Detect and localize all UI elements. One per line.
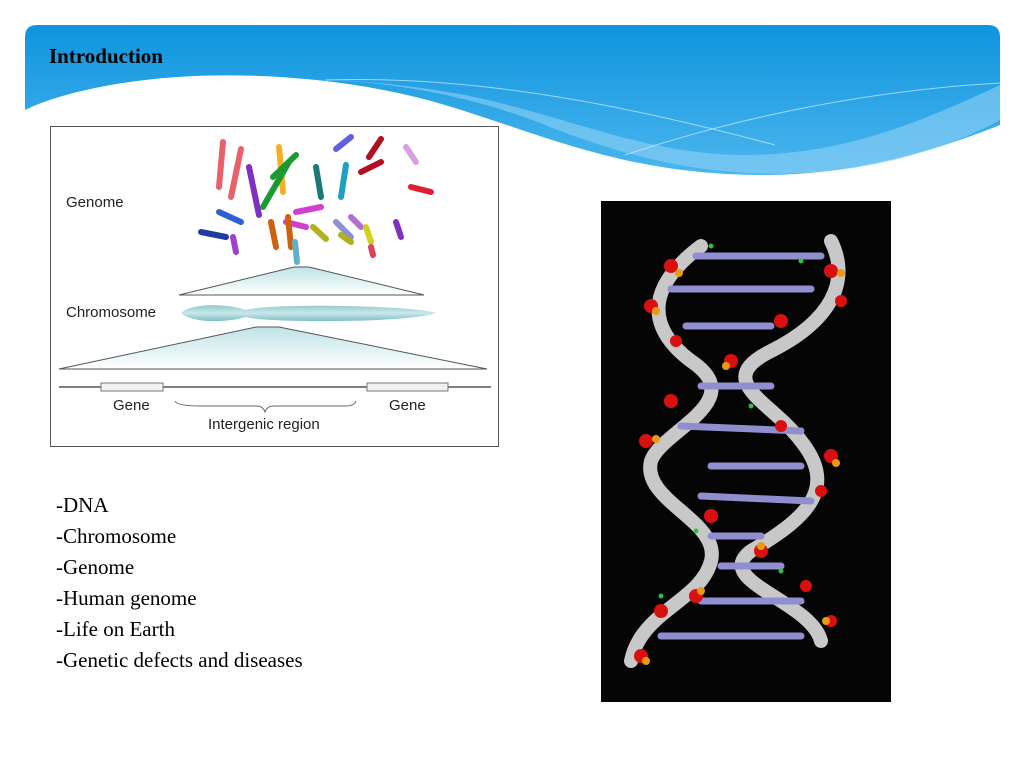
list-item: -Life on Earth xyxy=(56,617,175,641)
wave-decoration xyxy=(25,25,1000,175)
list-item: -Genetic defects and diseases xyxy=(56,648,303,672)
dna-helix-illustration xyxy=(624,234,847,668)
gene-left-label: Gene xyxy=(113,397,150,414)
chromosome-label: Chromosome xyxy=(66,304,157,321)
topic-list: -DNA -Chromosome -Genome -Human genome -… xyxy=(56,490,303,676)
genome-diagram: Genome Chromosome Gene Gene Intergenic r… xyxy=(50,126,499,447)
gene-right-label: Gene xyxy=(389,397,426,414)
chromosome-illustration xyxy=(58,134,491,414)
genome-label: Genome xyxy=(66,194,124,211)
list-item: -Human genome xyxy=(56,586,197,610)
slide-title: Introduction xyxy=(49,44,163,68)
list-item: -DNA xyxy=(56,493,109,517)
intergenic-region-label: Intergenic region xyxy=(208,416,320,433)
list-item: -Chromosome xyxy=(56,524,177,548)
dna-helix-image xyxy=(601,201,891,702)
header-banner xyxy=(25,25,1000,185)
list-item: -Genome xyxy=(56,555,135,579)
